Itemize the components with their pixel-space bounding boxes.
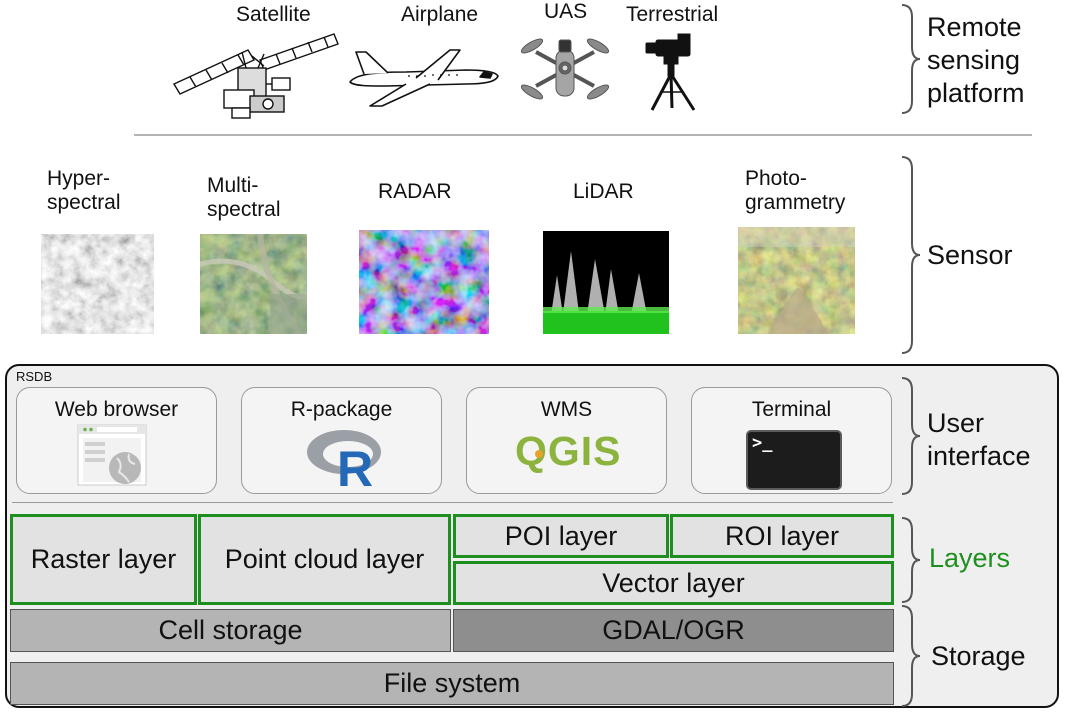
web-browser-icon [77,424,147,486]
radar-image [359,230,489,334]
hyperspectral-image [41,234,154,334]
sensor-label-photogrammetry: Photo- grammetry [745,167,846,214]
brace-storage [901,605,921,707]
sensor-label-hyperspectral: Hyper- spectral [47,167,121,214]
r-logo-icon: R [307,430,381,488]
lidar-image [543,231,669,334]
interface-terminal[interactable]: Terminal >_ [691,387,892,494]
file-system-storage: File system [10,662,894,705]
category-layers: Layers [929,543,1011,573]
divider-platform-sensor [134,134,1032,136]
cell-storage: Cell storage [10,609,451,652]
divider-interface-layers [12,502,893,503]
gdal-ogr-storage: GDAL/OGR [453,609,894,652]
photogrammetry-image [738,227,855,334]
raster-layer: Raster layer [10,514,197,605]
platform-label-terrestrial: Terrestrial [626,3,719,26]
interface-title: R-package [290,398,393,421]
rsdb-label: RSDB [16,369,53,384]
point-cloud-layer: Point cloud layer [198,514,451,605]
interface-title: Web browser [54,398,179,421]
drone-icon [520,38,610,100]
sensor-label-lidar: LiDAR [573,180,634,203]
r-logo-letter: R [337,441,373,488]
multispectral-image [200,234,307,334]
interface-wms[interactable]: WMS QGIS [466,387,667,494]
brace-platform [901,4,921,114]
tripod-scanner-icon [645,33,696,111]
platform-label-satellite: Satellite [236,3,311,26]
roi-layer: ROI layer [670,514,894,558]
poi-layer: POI layer [453,514,669,558]
sensor-label-multispectral: Multi- spectral [207,174,281,221]
vector-layer: Vector layer [453,561,894,605]
interface-r-package[interactable]: R-package R [241,387,442,494]
satellite-icon [172,33,339,119]
terminal-prompt: >_ [752,433,773,453]
qgis-logo-dot [535,450,543,458]
category-storage: Storage [931,641,1026,671]
sensor-label-radar: RADAR [378,180,452,203]
category-user-interface: User interface [927,408,1031,471]
interface-title: WMS [540,398,593,421]
interface-title: Terminal [751,398,832,421]
interface-web-browser[interactable]: Web browser [16,387,217,494]
airplane-icon [349,49,499,107]
terminal-icon: >_ [746,430,842,490]
category-remote-sensing-platform: Remote sensing platform [927,12,1025,108]
brace-sensor [901,156,921,354]
platform-label-uas: UAS [544,0,588,23]
platform-label-airplane: Airplane [401,3,479,26]
qgis-logo: QGIS [515,428,622,474]
category-sensor: Sensor [927,240,1013,270]
brace-user-interface [901,377,921,495]
brace-layers [901,517,921,603]
